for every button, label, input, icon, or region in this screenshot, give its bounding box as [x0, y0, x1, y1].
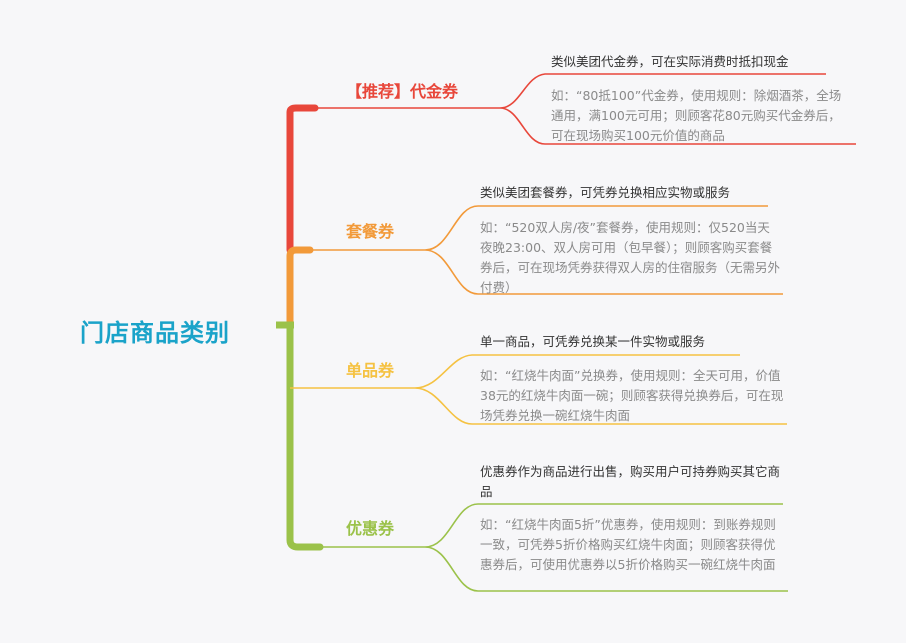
branch-voucher[interactable]: 【推荐】代金券: [346, 82, 459, 101]
leaf-single-summary[interactable]: 单一商品，可凭券兑换某一件实物或服务: [480, 334, 706, 349]
branch-curve-coupon: [296, 503, 788, 592]
leaf-coupon-summary[interactable]: 优惠券作为商品进行出售，购买用户可持券购买其它商品: [480, 464, 781, 499]
branch-single[interactable]: 单品券: [346, 361, 395, 380]
leaf-coupon-detail[interactable]: 如：“红烧牛肉面5折”优惠券，使用规则：到账券规则一致，可凭券5折价格购买红烧牛…: [480, 517, 776, 572]
trunk-segment-coupon: [286, 384, 324, 551]
leaf-single-detail[interactable]: 如：“红烧牛肉面”兑换券，使用规则：全天可用，价值38元的红烧牛肉面一碗；则顾客…: [480, 368, 784, 423]
branch-curve-package: [296, 205, 783, 295]
trunk-segment-voucher: [286, 104, 319, 254]
branch-package[interactable]: 套餐券: [346, 222, 395, 241]
branch-coupon[interactable]: 优惠券: [346, 519, 395, 538]
branch-curve-voucher: [296, 73, 856, 145]
branch-curve-single: [290, 354, 787, 425]
leaf-voucher-summary[interactable]: 类似美团代金券，可在实际消费时抵扣现金: [551, 54, 789, 69]
trunk-segment-package: [286, 246, 314, 329]
leaf-voucher-detail[interactable]: 如：“80抵100”代金券，使用规则：除烟酒茶，全场通用，满100元可用；则顾客…: [551, 88, 842, 143]
root-node[interactable]: 门店商品类别: [80, 319, 230, 347]
leaf-package-detail[interactable]: 如：“520双人房/夜”套餐券，使用规则：仅520当天夜晚23:00、双人房可用…: [480, 220, 781, 295]
leaf-package-summary[interactable]: 类似美团套餐券，可凭券兑换相应实物或服务: [480, 185, 731, 200]
